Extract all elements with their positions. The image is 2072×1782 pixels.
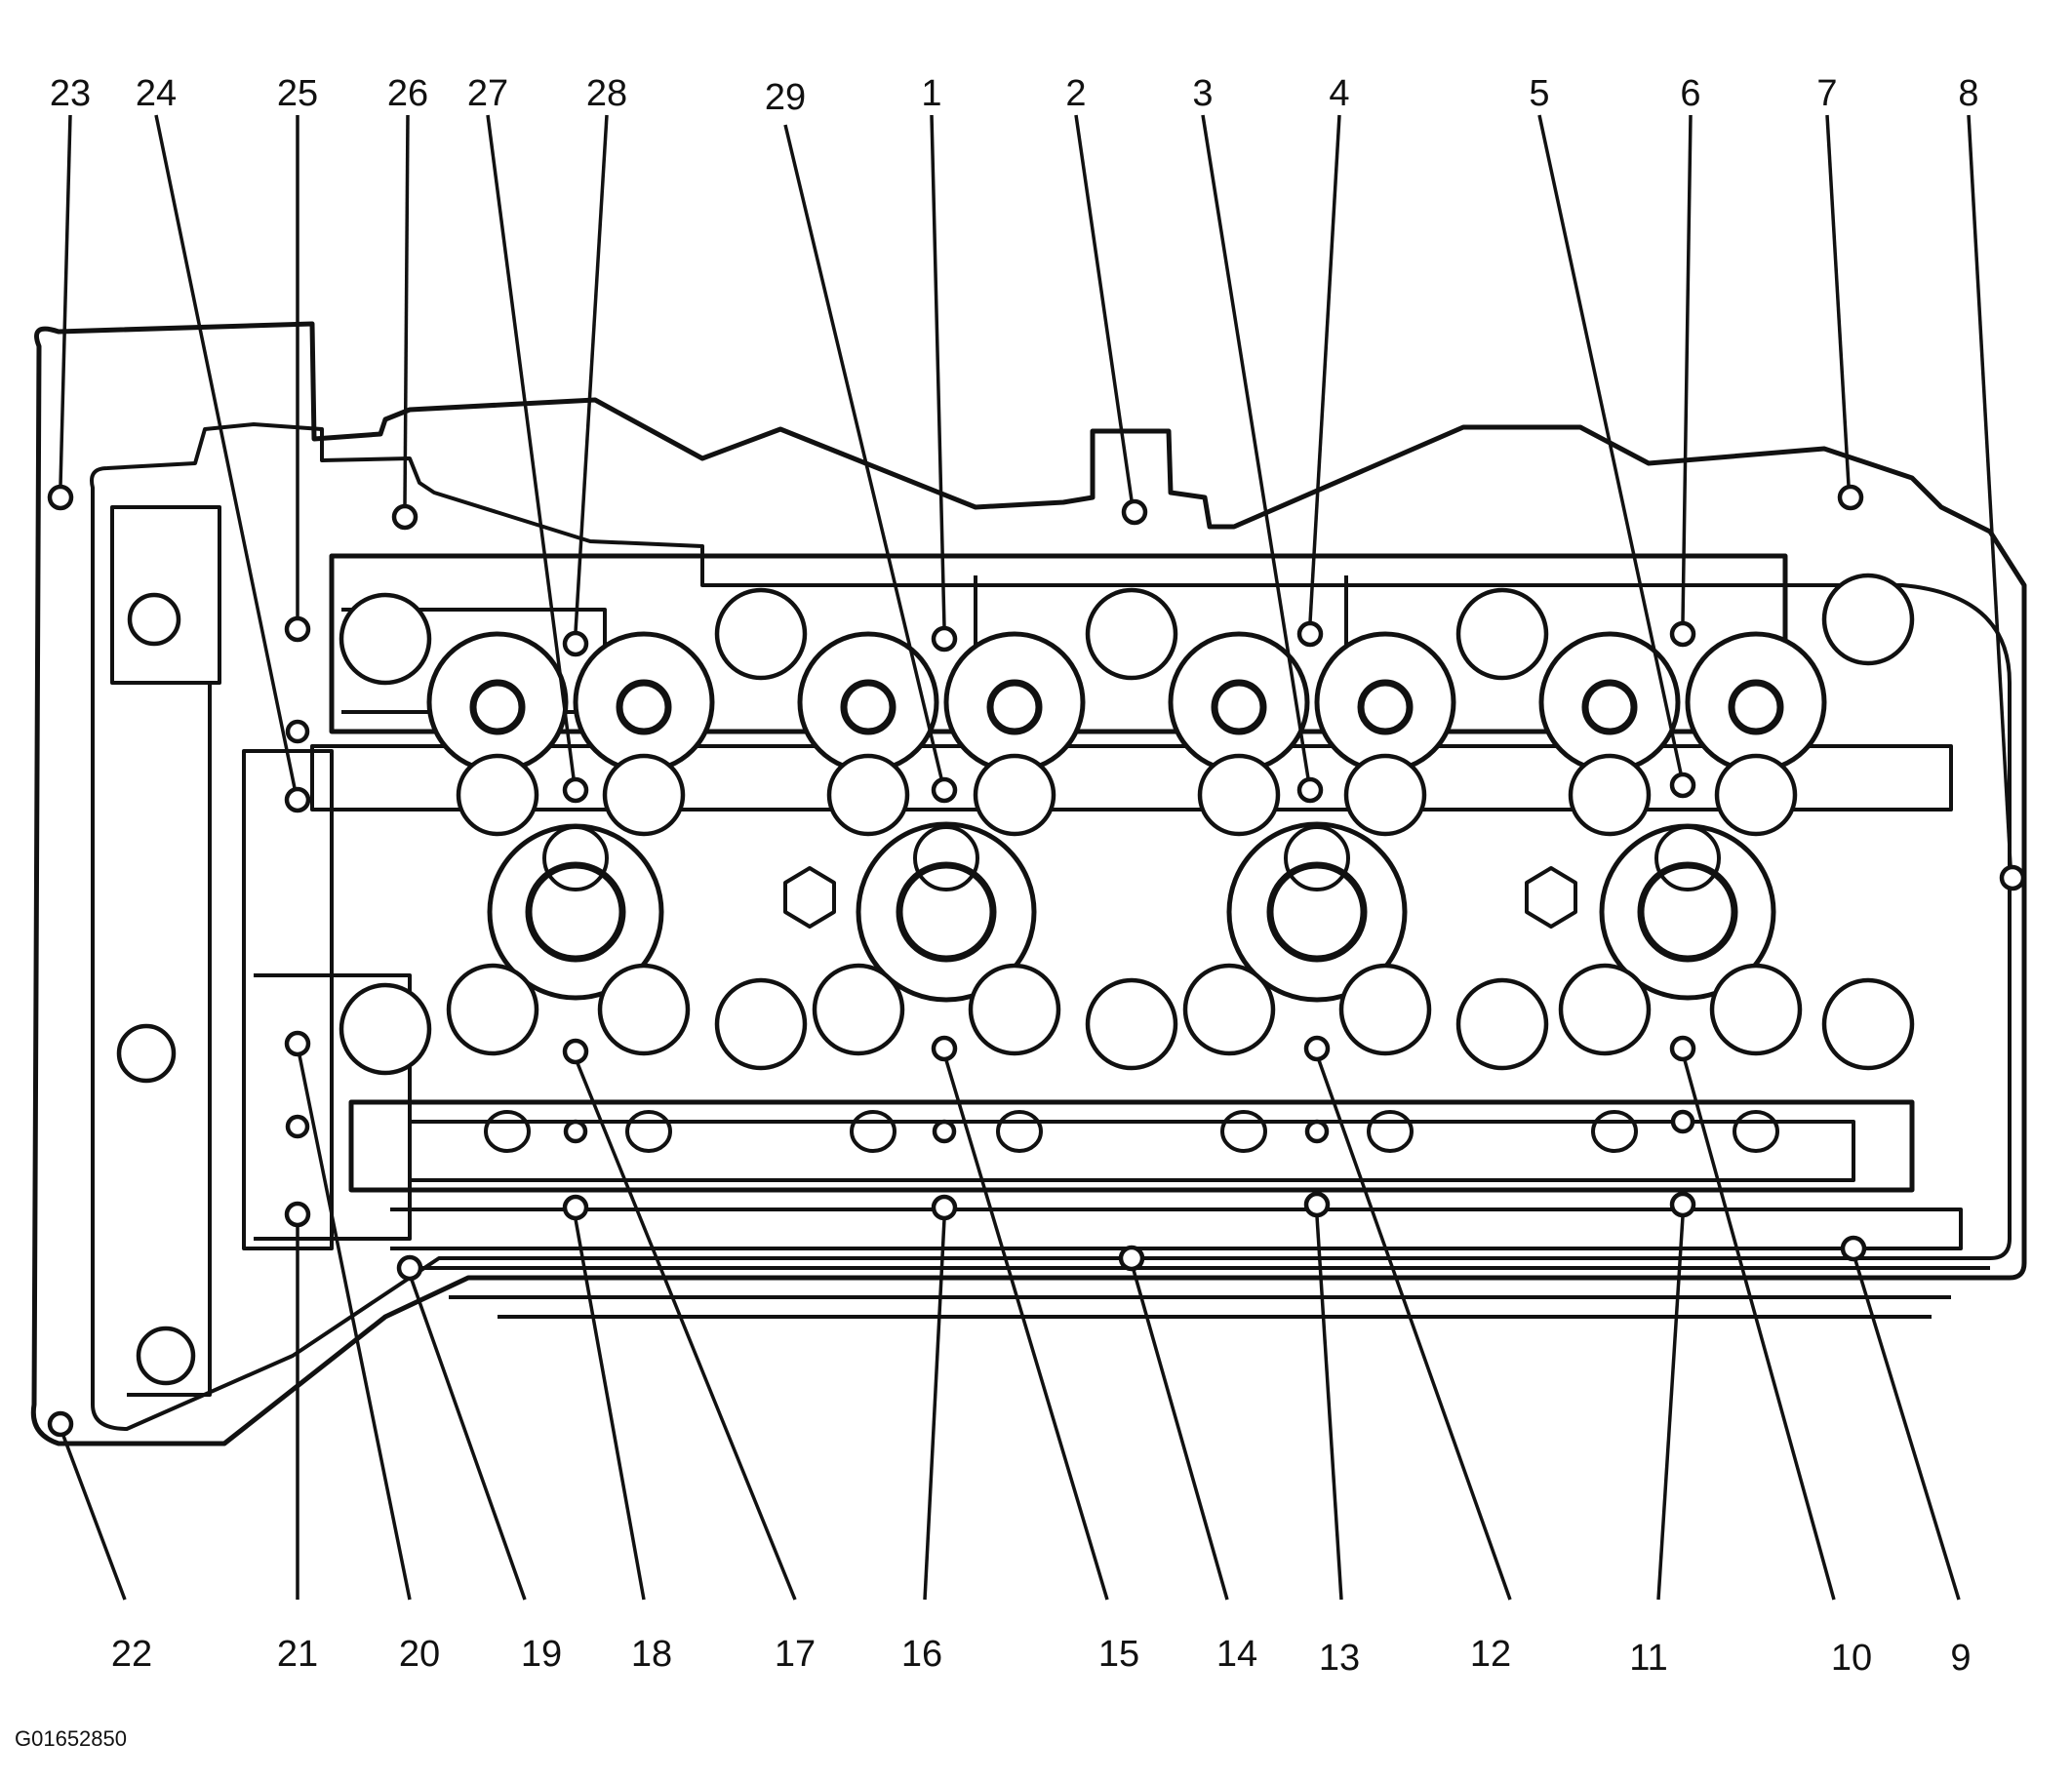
callout-9: 9 <box>1950 1638 1971 1679</box>
leader-lines <box>59 114 2012 1601</box>
callout-4: 4 <box>1329 73 1349 114</box>
callout-5: 5 <box>1529 73 1549 114</box>
callout-3: 3 <box>1192 73 1213 114</box>
lower-bearing-rail <box>348 1099 1963 1250</box>
callout-7: 7 <box>1816 73 1837 114</box>
callout-25: 25 <box>277 73 318 114</box>
callout-14: 14 <box>1216 1634 1257 1675</box>
bolt-holes <box>47 484 2026 1438</box>
callout-18: 18 <box>631 1634 672 1675</box>
callout-22: 22 <box>111 1634 152 1675</box>
callout-2: 2 <box>1065 73 1086 114</box>
callout-21: 21 <box>277 1634 318 1675</box>
callout-29: 29 <box>765 77 806 118</box>
callout-23: 23 <box>50 73 91 114</box>
figure-id: G01652850 <box>15 1726 127 1751</box>
callout-16: 16 <box>901 1634 942 1675</box>
callouts-bottom: 22 21 20 19 18 17 16 15 14 13 12 11 10 9 <box>111 1634 1972 1679</box>
callout-12: 12 <box>1470 1634 1511 1675</box>
callout-19: 19 <box>521 1634 562 1675</box>
callouts-top: 23 24 25 26 27 28 29 1 2 3 4 5 6 7 8 <box>50 73 1979 118</box>
spark-plug-wells <box>487 821 1776 1003</box>
callout-13: 13 <box>1319 1638 1360 1679</box>
callout-10: 10 <box>1831 1638 1872 1679</box>
callout-8: 8 <box>1958 73 1978 114</box>
callout-27: 27 <box>467 73 508 114</box>
bosses-upper <box>127 573 1915 837</box>
callout-20: 20 <box>399 1634 440 1675</box>
callout-17: 17 <box>775 1634 816 1675</box>
callout-15: 15 <box>1098 1634 1139 1675</box>
callout-6: 6 <box>1680 73 1700 114</box>
cover-gasket-outline <box>30 321 2027 1446</box>
callout-11: 11 <box>1629 1638 1667 1679</box>
callout-28: 28 <box>586 73 627 114</box>
callout-26: 26 <box>387 73 428 114</box>
callout-1: 1 <box>921 73 941 114</box>
camshaft-lobes-lower <box>116 963 1915 1386</box>
callout-24: 24 <box>136 73 177 114</box>
